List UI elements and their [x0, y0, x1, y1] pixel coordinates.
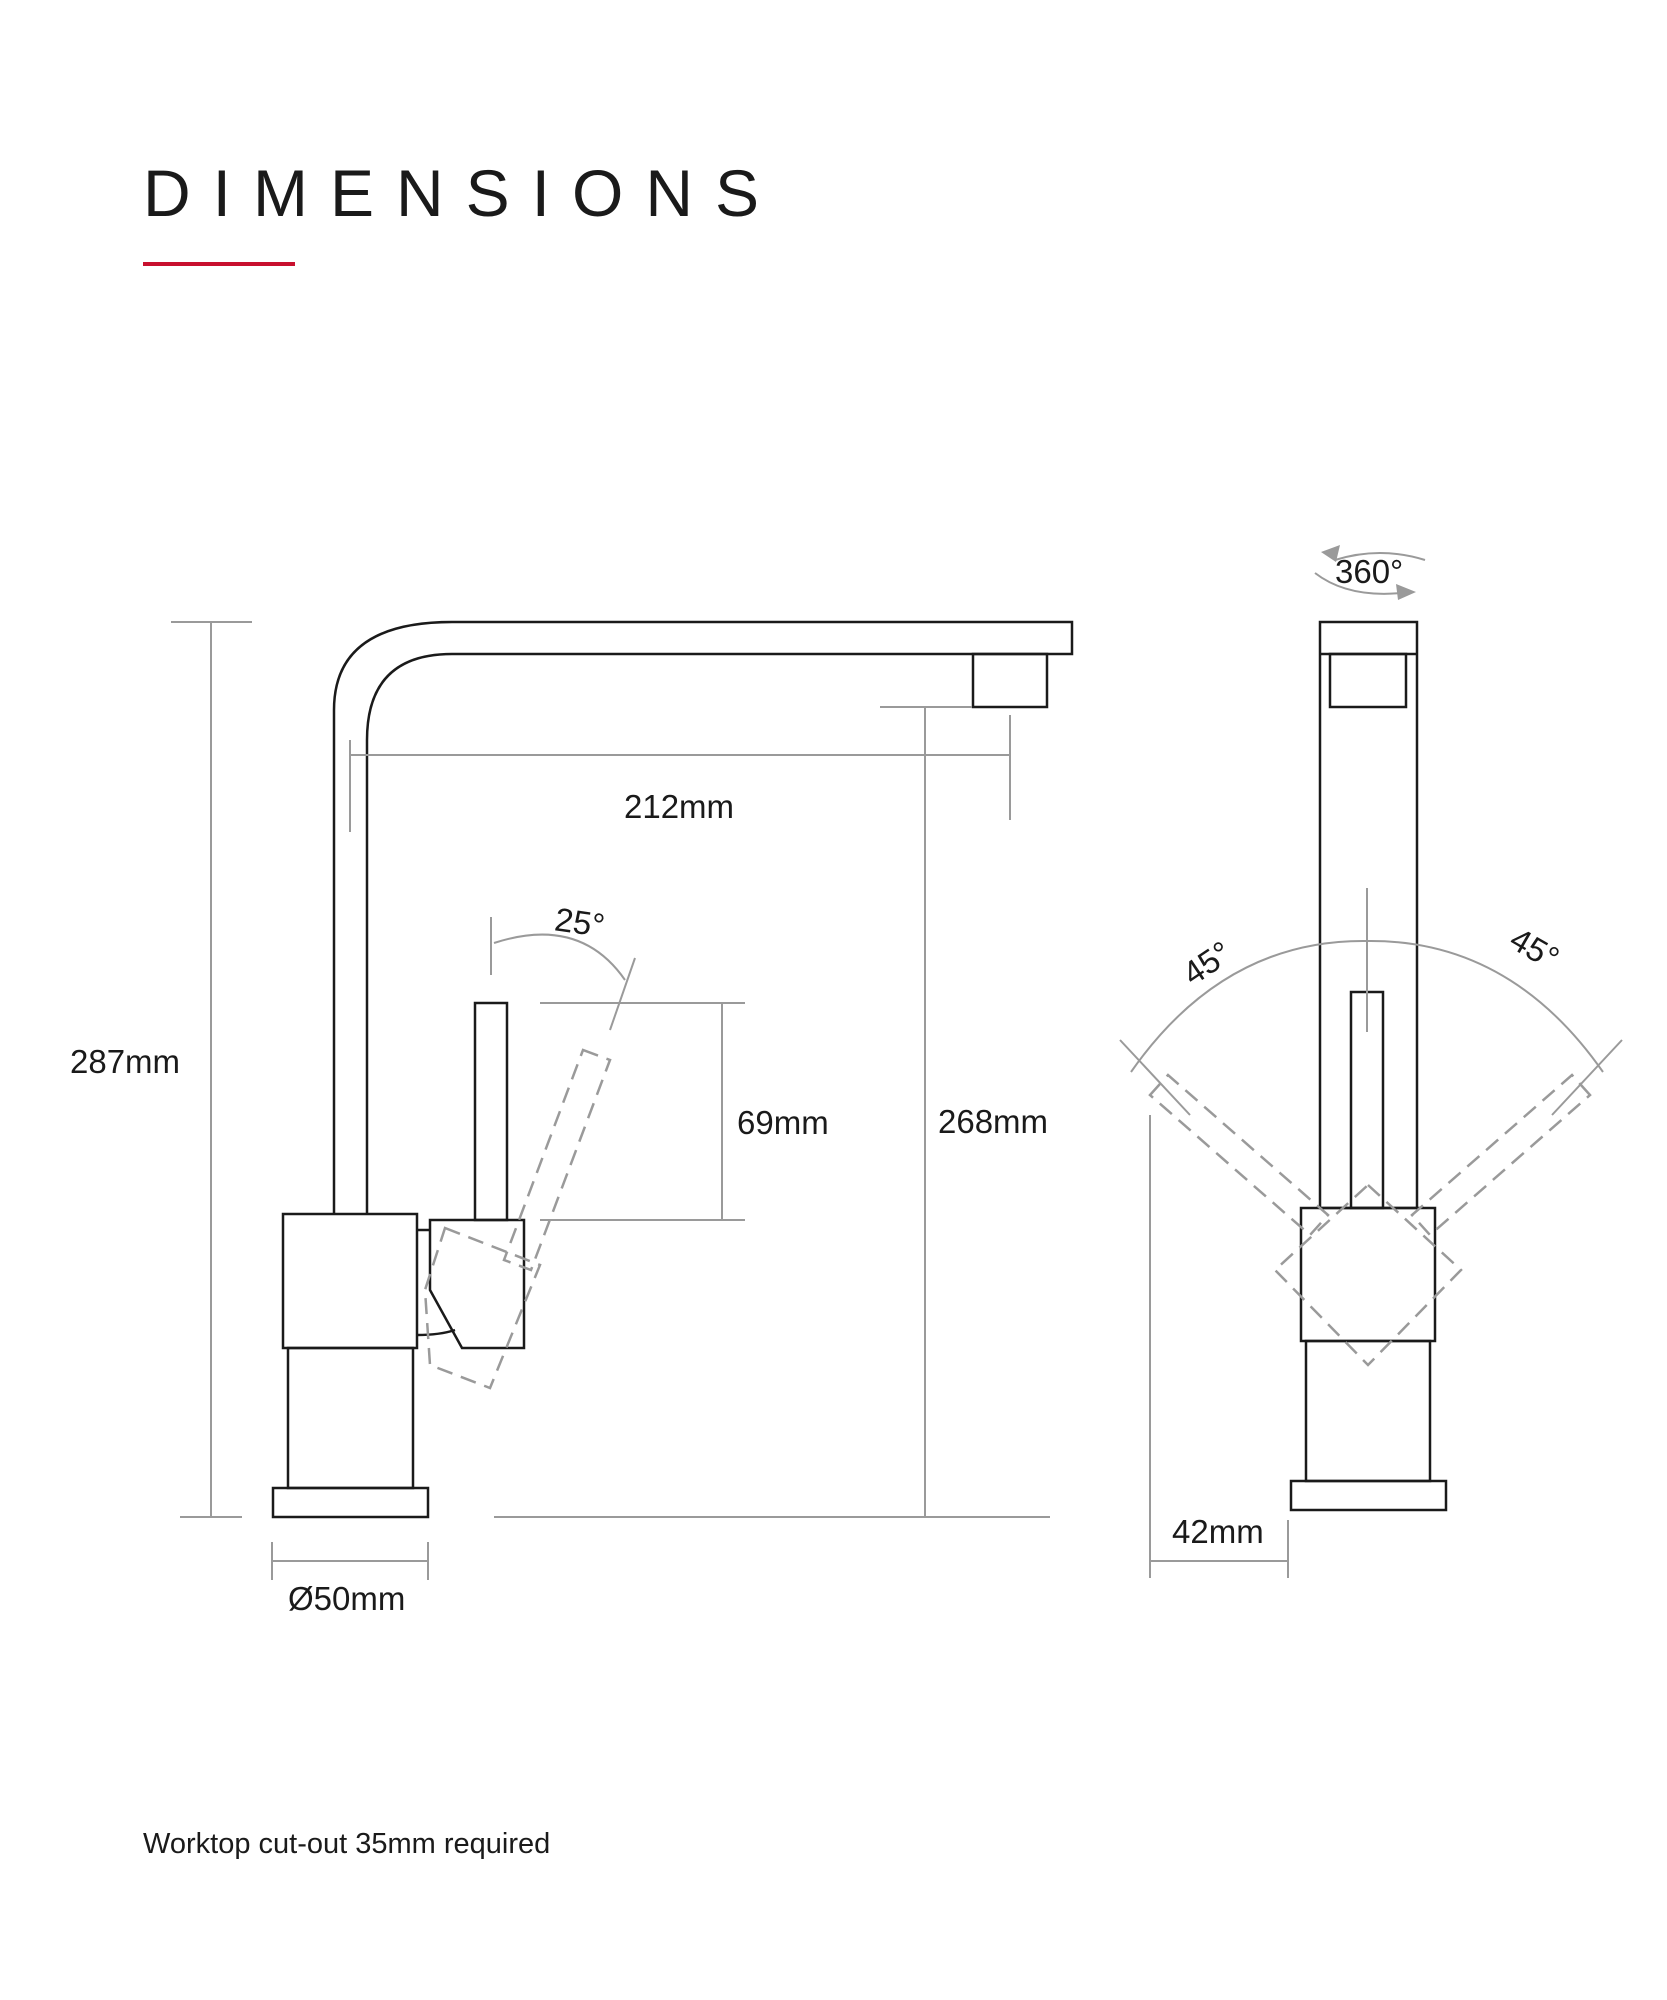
front-view-dimension-lines [1119, 552, 1623, 1578]
title-underline [143, 262, 295, 266]
spout-reach-label: 212mm [624, 788, 734, 825]
lever-rotation-right-label: 45° [1504, 920, 1566, 977]
overall-height-label: 287mm [70, 1043, 180, 1080]
side-view [271, 620, 1074, 1519]
front-spout [1318, 620, 1419, 1210]
rotated-lever-outlines [1148, 1073, 1592, 1367]
front-aerator [1328, 652, 1408, 709]
front-view [1289, 620, 1448, 1512]
tap-column [286, 1346, 415, 1490]
lever-height-label: 69mm [737, 1104, 829, 1141]
lever-rotation-left-label: 45° [1176, 934, 1238, 993]
tilted-lever-outline [423, 1048, 612, 1390]
spout-clearance-label: 268mm [938, 1103, 1048, 1140]
spout-outline [332, 620, 1074, 1214]
page-title: DIMENSIONS [143, 156, 782, 230]
swivel-rotation-label: 360° [1335, 553, 1403, 590]
base-plate [271, 1486, 430, 1519]
worktop-cutout-note: Worktop cut-out 35mm required [143, 1828, 551, 1860]
front-base [1289, 1479, 1448, 1512]
base-diameter-label: Ø50mm [288, 1580, 405, 1617]
front-column [1304, 1339, 1432, 1483]
lever-tilt-angle-label: 25° [553, 900, 608, 944]
tap-body [281, 1212, 419, 1350]
lever-handle [473, 1001, 509, 1222]
aerator [971, 652, 1049, 709]
lever-offset-label: 42mm [1172, 1513, 1264, 1550]
side-view-dimension-lines [171, 621, 1050, 1580]
swivel-arrowheads [1321, 545, 1416, 600]
